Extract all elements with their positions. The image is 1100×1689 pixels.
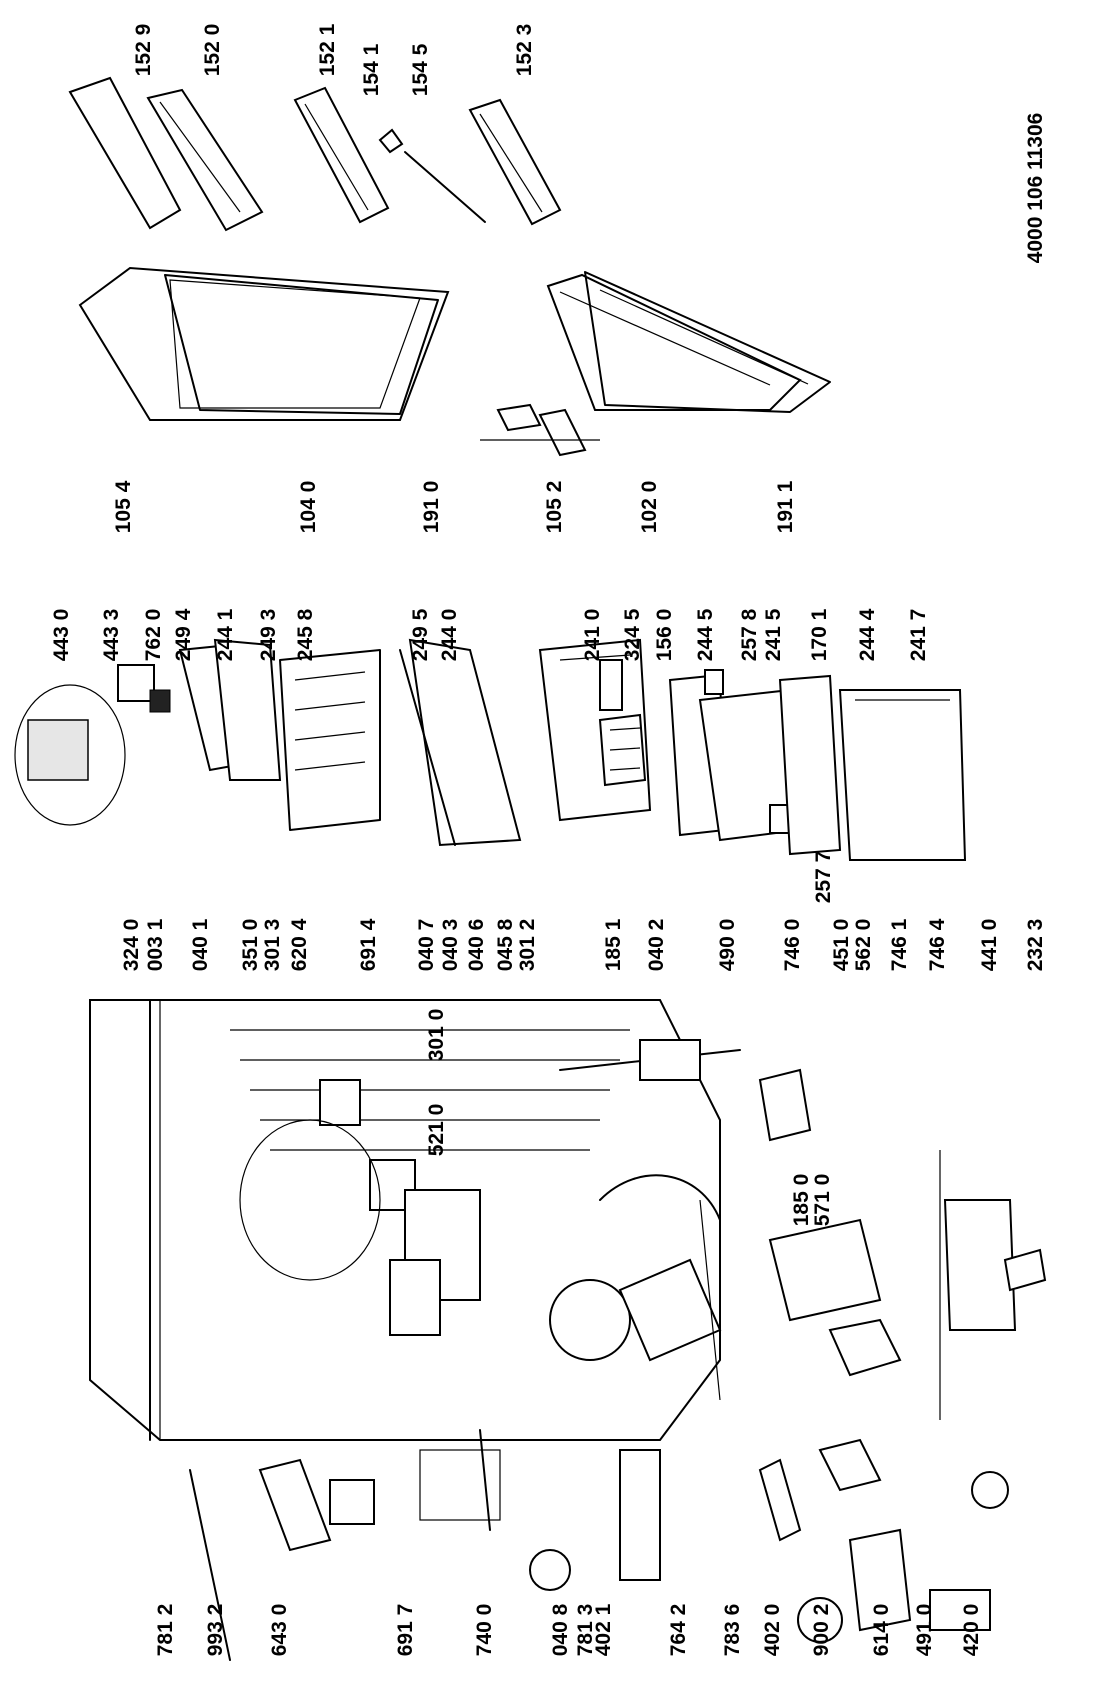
part-label-cabinet-bottom-6: 781 3 bbox=[574, 1604, 597, 1657]
part-label-cabinet-top-2: 040 1 bbox=[189, 918, 212, 971]
part-label-doors-2: 191 0 bbox=[420, 481, 443, 534]
door-drawings bbox=[78, 266, 831, 457]
part-label-cabinet-top-12: 301 0 bbox=[425, 1009, 448, 1062]
part-label-doors-5: 191 1 bbox=[774, 480, 797, 533]
part-label-cabinet-bottom-2: 643 0 bbox=[268, 1604, 291, 1657]
part-labels: 152 9 152 0 152 1 154 1 154 5 152 3 105 4 104 0… bbox=[50, 23, 1047, 1656]
part-label-internal-6: 245 8 bbox=[294, 608, 317, 661]
part-label-internal-4: 244 1 bbox=[214, 608, 237, 661]
part-label-cabinet-top-17: 746 0 bbox=[781, 919, 804, 972]
part-label-door-shelves-0: 152 9 bbox=[132, 24, 155, 77]
part-label-internal-9: 241 0 bbox=[581, 609, 604, 662]
cabinet-drawings bbox=[89, 999, 1047, 1441]
part-label-internal-13: 257 8 bbox=[738, 608, 761, 661]
part-label-cabinet-top-14: 185 1 bbox=[602, 918, 625, 971]
part-label-cabinet-top-10: 045 8 bbox=[494, 918, 517, 971]
part-label-internal-18: 257 7 bbox=[812, 851, 835, 904]
part-label-internal-17: 241 7 bbox=[907, 609, 930, 662]
part-label-internal-7: 249 5 bbox=[409, 608, 432, 661]
part-label-cabinet-top-1: 003 1 bbox=[144, 918, 167, 971]
part-label-door-shelves-2: 152 1 bbox=[316, 23, 339, 76]
part-label-cabinet-bottom-0: 781 2 bbox=[154, 1604, 177, 1657]
part-label-cabinet-top-20: 746 1 bbox=[888, 918, 911, 971]
part-label-internal-8: 244 0 bbox=[438, 609, 461, 662]
part-label-cabinet-top-5: 620 4 bbox=[288, 918, 311, 971]
part-label-internal-2: 762 0 bbox=[142, 609, 165, 662]
document-number: 4000 106 11306 bbox=[1024, 113, 1047, 264]
part-label-cabinet-top-3: 351 0 bbox=[239, 919, 262, 972]
part-label-cabinet-top-19: 562 0 bbox=[852, 919, 875, 972]
door-shelf-drawings bbox=[68, 76, 562, 232]
part-label-cabinet-top-21: 746 4 bbox=[926, 918, 949, 971]
part-label-internal-5: 249 3 bbox=[257, 609, 280, 662]
part-label-cabinet-bottom-14: 420 0 bbox=[960, 1604, 983, 1657]
part-label-cabinet-bottom-8: 764 2 bbox=[667, 1604, 690, 1657]
part-label-internal-11: 156 0 bbox=[653, 609, 676, 662]
part-label-doors-0: 105 4 bbox=[112, 480, 135, 533]
part-label-cabinet-top-13: 521 0 bbox=[425, 1104, 448, 1157]
part-label-cabinet-top-23: 232 3 bbox=[1024, 919, 1047, 972]
part-label-internal-12: 244 5 bbox=[694, 608, 717, 661]
part-label-internal-10: 324 5 bbox=[621, 608, 644, 661]
internal-parts-drawings bbox=[14, 638, 967, 861]
part-label-door-shelves-4: 154 5 bbox=[409, 43, 432, 96]
part-label-cabinet-top-4: 301 3 bbox=[261, 919, 284, 972]
part-label-cabinet-bottom-1: 993 2 bbox=[204, 1604, 227, 1657]
part-label-cabinet-bottom-3: 691 7 bbox=[394, 1604, 417, 1657]
part-label-internal-0: 443 0 bbox=[50, 609, 73, 662]
part-label-cabinet-top-7: 040 7 bbox=[415, 919, 438, 972]
part-label-cabinet-bottom-11: 900 2 bbox=[810, 1604, 833, 1657]
part-label-cabinet-top-6: 691 4 bbox=[357, 918, 380, 971]
part-label-cabinet-bottom-13: 491 0 bbox=[913, 1604, 936, 1657]
part-label-cabinet-top-8: 040 3 bbox=[439, 919, 462, 972]
part-label-door-shelves-5: 152 3 bbox=[513, 24, 536, 77]
part-label-cabinet-bottom-10: 402 0 bbox=[761, 1604, 784, 1657]
part-label-cabinet-top-15: 040 2 bbox=[645, 919, 668, 972]
part-label-cabinet-bottom-15: 185 0 bbox=[790, 1174, 813, 1227]
part-label-cabinet-top-16: 490 0 bbox=[716, 919, 739, 972]
part-label-doors-1: 104 0 bbox=[297, 481, 320, 534]
part-label-internal-15: 170 1 bbox=[808, 608, 831, 661]
part-label-doors-4: 102 0 bbox=[638, 481, 661, 534]
part-label-door-shelves-3: 154 1 bbox=[360, 43, 383, 96]
part-label-cabinet-bottom-16: 571 0 bbox=[811, 1174, 834, 1227]
part-label-cabinet-top-22: 441 0 bbox=[978, 919, 1001, 972]
part-label-internal-3: 249 4 bbox=[172, 608, 195, 661]
part-label-cabinet-bottom-4: 740 0 bbox=[473, 1604, 496, 1657]
part-label-cabinet-bottom-5: 040 8 bbox=[549, 1603, 572, 1656]
part-label-doors-3: 105 2 bbox=[543, 481, 566, 534]
part-label-door-shelves-1: 152 0 bbox=[201, 24, 224, 77]
part-label-cabinet-bottom-12: 614 0 bbox=[870, 1604, 893, 1657]
cabinet-bottom-drawings bbox=[189, 1429, 1009, 1661]
part-label-internal-1: 443 3 bbox=[100, 609, 123, 662]
part-label-cabinet-top-0: 324 0 bbox=[120, 919, 143, 972]
part-label-cabinet-bottom-7: 402 1 bbox=[592, 1603, 615, 1656]
part-label-internal-16: 244 4 bbox=[856, 608, 879, 661]
part-label-cabinet-top-9: 040 6 bbox=[465, 919, 488, 972]
part-label-cabinet-bottom-9: 783 6 bbox=[721, 1604, 744, 1657]
part-label-internal-14: 241 5 bbox=[762, 608, 785, 661]
part-label-cabinet-top-11: 301 2 bbox=[516, 919, 539, 972]
part-label-cabinet-top-18: 451 0 bbox=[830, 919, 853, 972]
